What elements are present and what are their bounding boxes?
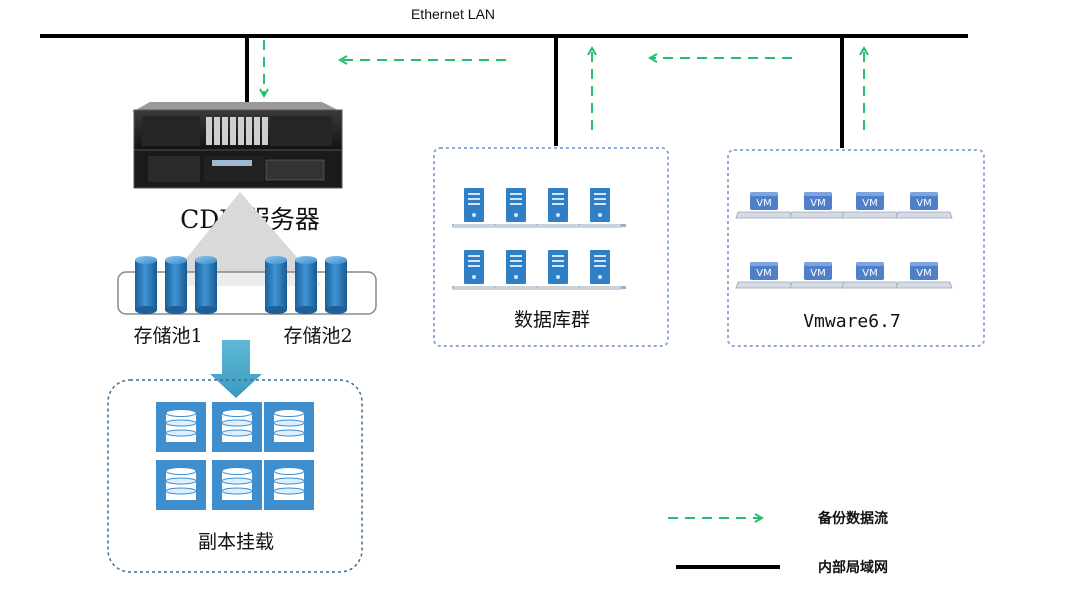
- storage-pool2-label: 存储池2: [283, 325, 352, 347]
- db-server-icon: [452, 188, 496, 228]
- db-server-icon: [536, 250, 580, 290]
- storage-disk-icon: [265, 256, 287, 314]
- vmware-box: [727, 149, 985, 347]
- replica-down-arrow: [210, 340, 262, 398]
- vmware-vm-icons: VM VM VM VM VM VM VM VM: [735, 192, 953, 289]
- replica-db-tile: [212, 402, 262, 452]
- cdm-server-icon: [132, 102, 343, 189]
- vm-badge-text: VM: [756, 268, 771, 279]
- db-server-icon: [494, 188, 538, 228]
- vm-badge-text: VM: [810, 268, 825, 279]
- vm-icon: VM: [895, 262, 953, 289]
- db-cluster-box: [433, 147, 669, 347]
- replica-group-box: [107, 379, 363, 573]
- storage-disk-icon: [165, 256, 187, 314]
- vm-badge-text: VM: [916, 198, 931, 209]
- vm-icon: VM: [789, 192, 847, 219]
- db-server-icon: [578, 250, 622, 290]
- vm-icon: VM: [895, 192, 953, 219]
- vm-icon: VM: [841, 262, 899, 289]
- vmware-label: Vmware6.7: [803, 311, 901, 332]
- vm-icon: VM: [735, 262, 793, 289]
- legend: 备份数据流 内部局域网: [668, 510, 888, 576]
- storage-cylinders: [135, 256, 347, 314]
- storage-disk-icon: [195, 256, 217, 314]
- replica-db-tile: [156, 402, 206, 452]
- vm-badge-text: VM: [756, 198, 771, 209]
- vm-icon: VM: [735, 192, 793, 219]
- replica-db-tile: [156, 460, 206, 510]
- vm-badge-text: VM: [810, 198, 825, 209]
- lan-label: Ethernet LAN: [411, 6, 495, 22]
- vm-icon: VM: [789, 262, 847, 289]
- backup-flow-arrows: [264, 40, 864, 130]
- storage-pool1-label: 存储池1: [133, 325, 202, 347]
- vm-badge-text: VM: [862, 198, 877, 209]
- db-server-icon: [536, 188, 580, 228]
- storage-disk-icon: [295, 256, 317, 314]
- vm-icon: VM: [841, 192, 899, 219]
- legend-backup-flow-label: 备份数据流: [817, 510, 888, 527]
- replica-db-tile: [264, 460, 314, 510]
- replica-db-tile: [264, 402, 314, 452]
- replica-label: 副本挂载: [198, 531, 274, 553]
- legend-internal-lan-label: 内部局域网: [818, 559, 888, 576]
- db-server-icon: [452, 250, 496, 290]
- db-cluster-servers: [452, 188, 626, 290]
- replica-db-tile: [212, 460, 262, 510]
- vm-badge-text: VM: [916, 268, 931, 279]
- storage-disk-icon: [325, 256, 347, 314]
- vm-badge-text: VM: [862, 268, 877, 279]
- replica-db-tiles: [156, 402, 314, 510]
- db-server-icon: [494, 250, 538, 290]
- storage-disk-icon: [135, 256, 157, 314]
- db-server-icon: [578, 188, 622, 228]
- db-cluster-label: 数据库群: [514, 309, 590, 331]
